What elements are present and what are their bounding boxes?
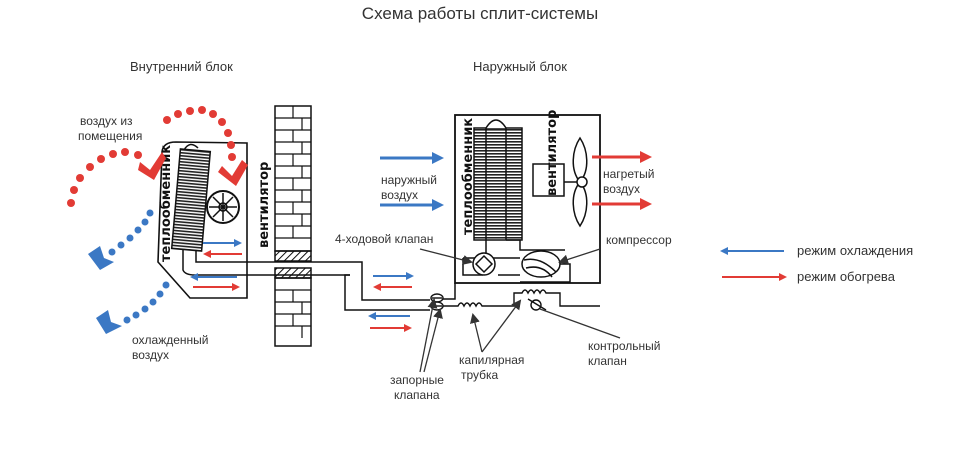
indoor-heat-exchanger-label: теплообменник bbox=[159, 145, 174, 262]
indoor-unit-housing bbox=[157, 141, 248, 299]
check-valve-label-1: контрольный bbox=[588, 339, 661, 353]
room-air-intake-flow bbox=[67, 106, 248, 207]
outdoor-unit: теплообменник вентилятор bbox=[443, 110, 601, 311]
capillary-tube bbox=[443, 289, 600, 308]
line-pipe-upper bbox=[355, 261, 430, 301]
outdoor-unit-heading: Наружный блок bbox=[473, 59, 567, 74]
shutoff-valves-label-1: запорные bbox=[390, 373, 444, 387]
outdoor-fan-label: вентилятор bbox=[545, 110, 560, 196]
callout-leaders bbox=[419, 248, 621, 373]
capillary-tube-label-2: трубка bbox=[461, 368, 499, 382]
legend-cooling-label: режим охлаждения bbox=[797, 243, 914, 258]
cooled-air-label-2: воздух bbox=[132, 348, 170, 362]
four-way-valve-label: 4-ходовой клапан bbox=[335, 232, 434, 246]
intake-arrowhead bbox=[218, 160, 248, 186]
outdoor-fan-motor bbox=[532, 163, 565, 197]
cooled-air-label-1: охлажденный bbox=[132, 333, 209, 347]
compressor-label: компрессор bbox=[606, 233, 672, 247]
indoor-unit-heading: Внутренний блок bbox=[130, 59, 233, 74]
diagram-title: Схема работы сплит-системы bbox=[361, 4, 599, 23]
indoor-heat-exchanger bbox=[170, 143, 212, 252]
outdoor-air-label-1: наружный bbox=[381, 173, 437, 187]
indoor-unit: теплообменник вентилятор bbox=[157, 141, 355, 299]
four-way-valve bbox=[472, 252, 496, 276]
outdoor-heat-exchanger bbox=[473, 119, 523, 262]
outdoor-air-label-2: воздух bbox=[381, 188, 419, 202]
room-air-label-2: помещения bbox=[78, 129, 143, 143]
outdoor-heat-exchanger-label: теплообменник bbox=[461, 118, 476, 235]
line-pipe-lower bbox=[344, 274, 430, 311]
brick-wall bbox=[274, 105, 312, 347]
capillary-tube-label-1: капилярная bbox=[459, 353, 525, 367]
heated-air-label-1: нагретый bbox=[603, 167, 655, 181]
room-air-label-1: воздух из bbox=[80, 114, 133, 128]
indoor-pipe-upper bbox=[195, 250, 355, 263]
indoor-fan-label: вентилятор bbox=[257, 162, 272, 248]
outdoor-unit-housing bbox=[454, 114, 601, 284]
cooled-air-outflow bbox=[88, 209, 170, 334]
heated-air-label-2: воздух bbox=[603, 182, 641, 196]
shutoff-valves-label-2: клапана bbox=[394, 388, 440, 402]
outflow-arrowhead bbox=[96, 310, 122, 334]
indoor-fan-icon bbox=[206, 190, 240, 224]
legend-heating-label: режим обогрева bbox=[797, 269, 895, 284]
check-valve-label-2: клапан bbox=[588, 354, 627, 368]
compressor bbox=[521, 250, 561, 278]
outflow-arrowhead bbox=[88, 246, 114, 270]
intake-arrowhead bbox=[138, 152, 166, 180]
check-valve bbox=[527, 298, 547, 311]
outdoor-fan-propeller-icon bbox=[564, 136, 588, 228]
